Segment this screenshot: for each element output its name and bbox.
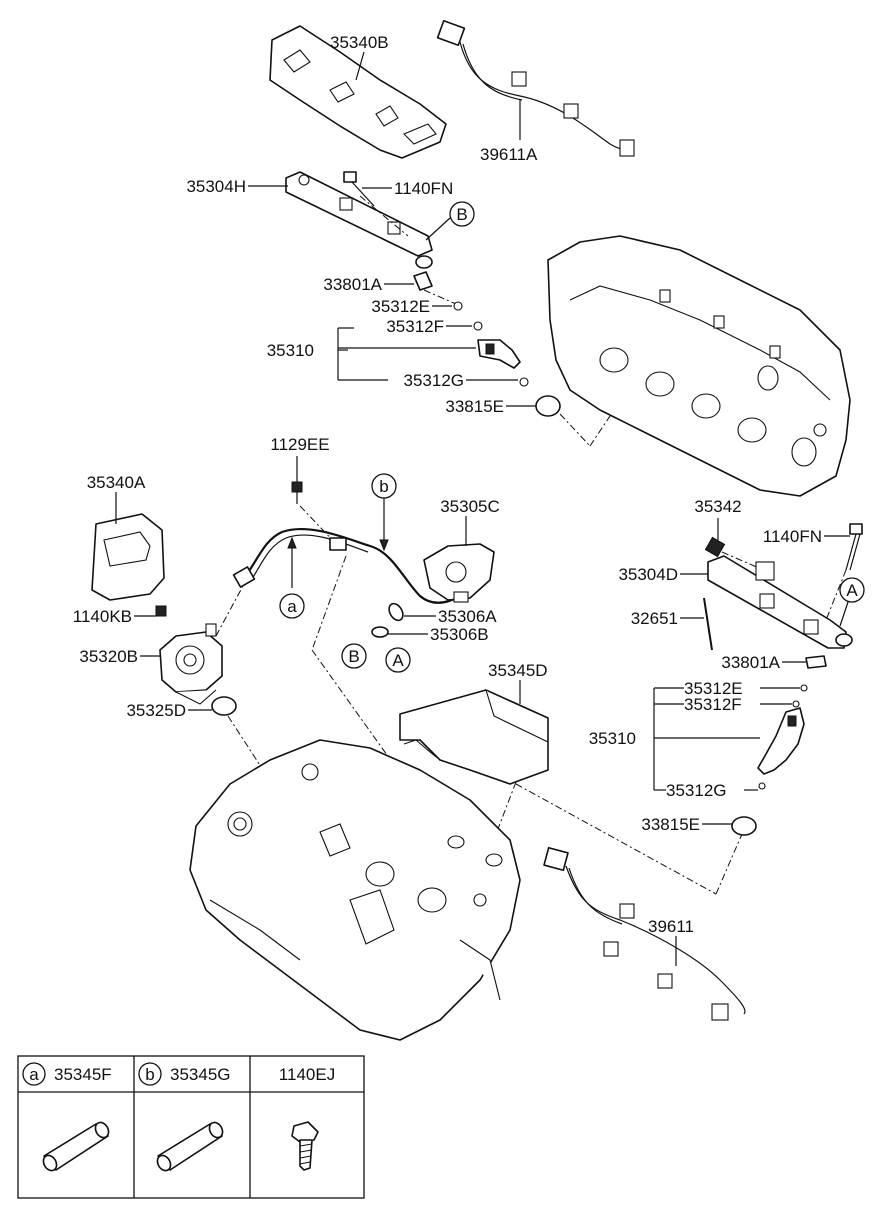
callout-A-lower: A	[392, 651, 404, 670]
engine-block-drawing	[189, 739, 521, 1041]
harness-39611-drawing	[543, 846, 746, 1021]
label-35340B: 35340B	[330, 33, 389, 52]
engine-cover-35340B-drawing	[269, 25, 447, 159]
label-35340A: 35340A	[87, 473, 146, 492]
label-32651: 32651	[631, 609, 678, 628]
label-1129EE: 1129EE	[270, 435, 329, 454]
label-35304D: 35304D	[618, 565, 678, 584]
label-1140FN-right: 1140FN	[763, 527, 822, 546]
label-35310-right: 35310	[589, 729, 636, 748]
callout-B-top: B	[456, 205, 467, 224]
rail-35304D-drawing	[707, 555, 853, 649]
label-35312G-right: 35312G	[666, 781, 727, 800]
pin-32651-drawing	[703, 597, 713, 651]
oring-35306B-drawing	[371, 626, 389, 638]
bolt-1140KB-drawing	[155, 605, 167, 617]
callout-B-lower: B	[348, 647, 359, 666]
label-39611A: 39611A	[480, 145, 538, 164]
callout-a-line: a	[287, 597, 297, 616]
bolt-1140EJ-drawing	[291, 1121, 319, 1171]
label-33815E-top: 33815E	[445, 397, 504, 416]
label-33801A-top: 33801A	[323, 275, 382, 294]
label-35312F-top: 35312F	[386, 317, 444, 336]
label-35312G-top: 35312G	[404, 371, 465, 390]
damper-35342-drawing	[704, 536, 726, 558]
label-1140KB: 1140KB	[73, 607, 132, 626]
table-part-1140EJ: 1140EJ	[279, 1065, 335, 1084]
callout-A-right: A	[846, 581, 858, 600]
seal-33815E-right-drawing	[731, 816, 757, 836]
label-33801A-right: 33801A	[721, 653, 780, 672]
bolt-1140FN-top-drawing	[343, 171, 375, 207]
cover-35345D-drawing	[399, 689, 549, 785]
label-35310-top: 35310	[267, 341, 314, 360]
clip-33801A-top-drawing	[413, 271, 433, 291]
label-35342: 35342	[694, 497, 741, 516]
label-35312E-top: 35312E	[371, 297, 430, 316]
cylinder-head-drawing	[547, 235, 851, 497]
pump-35320B-drawing	[159, 623, 223, 705]
high-pressure-pipe-drawing	[232, 527, 461, 604]
label-35325D: 35325D	[126, 701, 186, 720]
table-key-a: a	[29, 1065, 39, 1084]
label-35306A: 35306A	[438, 607, 497, 626]
hose-35345F-drawing	[42, 1121, 110, 1172]
label-33815E-right: 33815E	[641, 815, 700, 834]
table-key-b: b	[145, 1065, 154, 1084]
injector-35310-right-drawing	[757, 707, 805, 775]
table-part-35345G: 35345G	[170, 1065, 231, 1084]
bolt-1129EE-drawing	[291, 481, 303, 504]
fuel-rail-35304H-drawing	[285, 171, 433, 269]
label-35312F-right: 35312F	[684, 695, 742, 714]
clip-33801A-right-drawing	[805, 655, 827, 669]
harness-39611A-drawing	[436, 19, 635, 157]
callout-b-line: b	[379, 477, 388, 496]
label-35304H: 35304H	[186, 177, 246, 196]
sensor-35305C-drawing	[423, 543, 495, 603]
hose-35345G-drawing	[156, 1121, 224, 1172]
label-35305C: 35305C	[440, 497, 500, 516]
bolt-1140FN-right-drawing	[845, 523, 863, 571]
label-35312E-right: 35312E	[684, 679, 743, 698]
label-35345D: 35345D	[488, 661, 548, 680]
label-39611: 39611	[648, 917, 694, 936]
label-1140FN-top: 1140FN	[394, 179, 453, 198]
label-35320B: 35320B	[79, 647, 138, 666]
cover-35340A-drawing	[91, 513, 165, 601]
injector-35310-top-drawing	[477, 339, 521, 369]
lifter-35325D-drawing	[211, 696, 237, 716]
seal-33815E-top-drawing	[535, 395, 561, 417]
parts-table: a 35345F b 35345G 1140EJ	[17, 1055, 365, 1199]
oring-35306A-drawing	[388, 602, 404, 622]
table-part-35345F: 35345F	[54, 1065, 112, 1084]
label-35306B: 35306B	[430, 625, 489, 644]
